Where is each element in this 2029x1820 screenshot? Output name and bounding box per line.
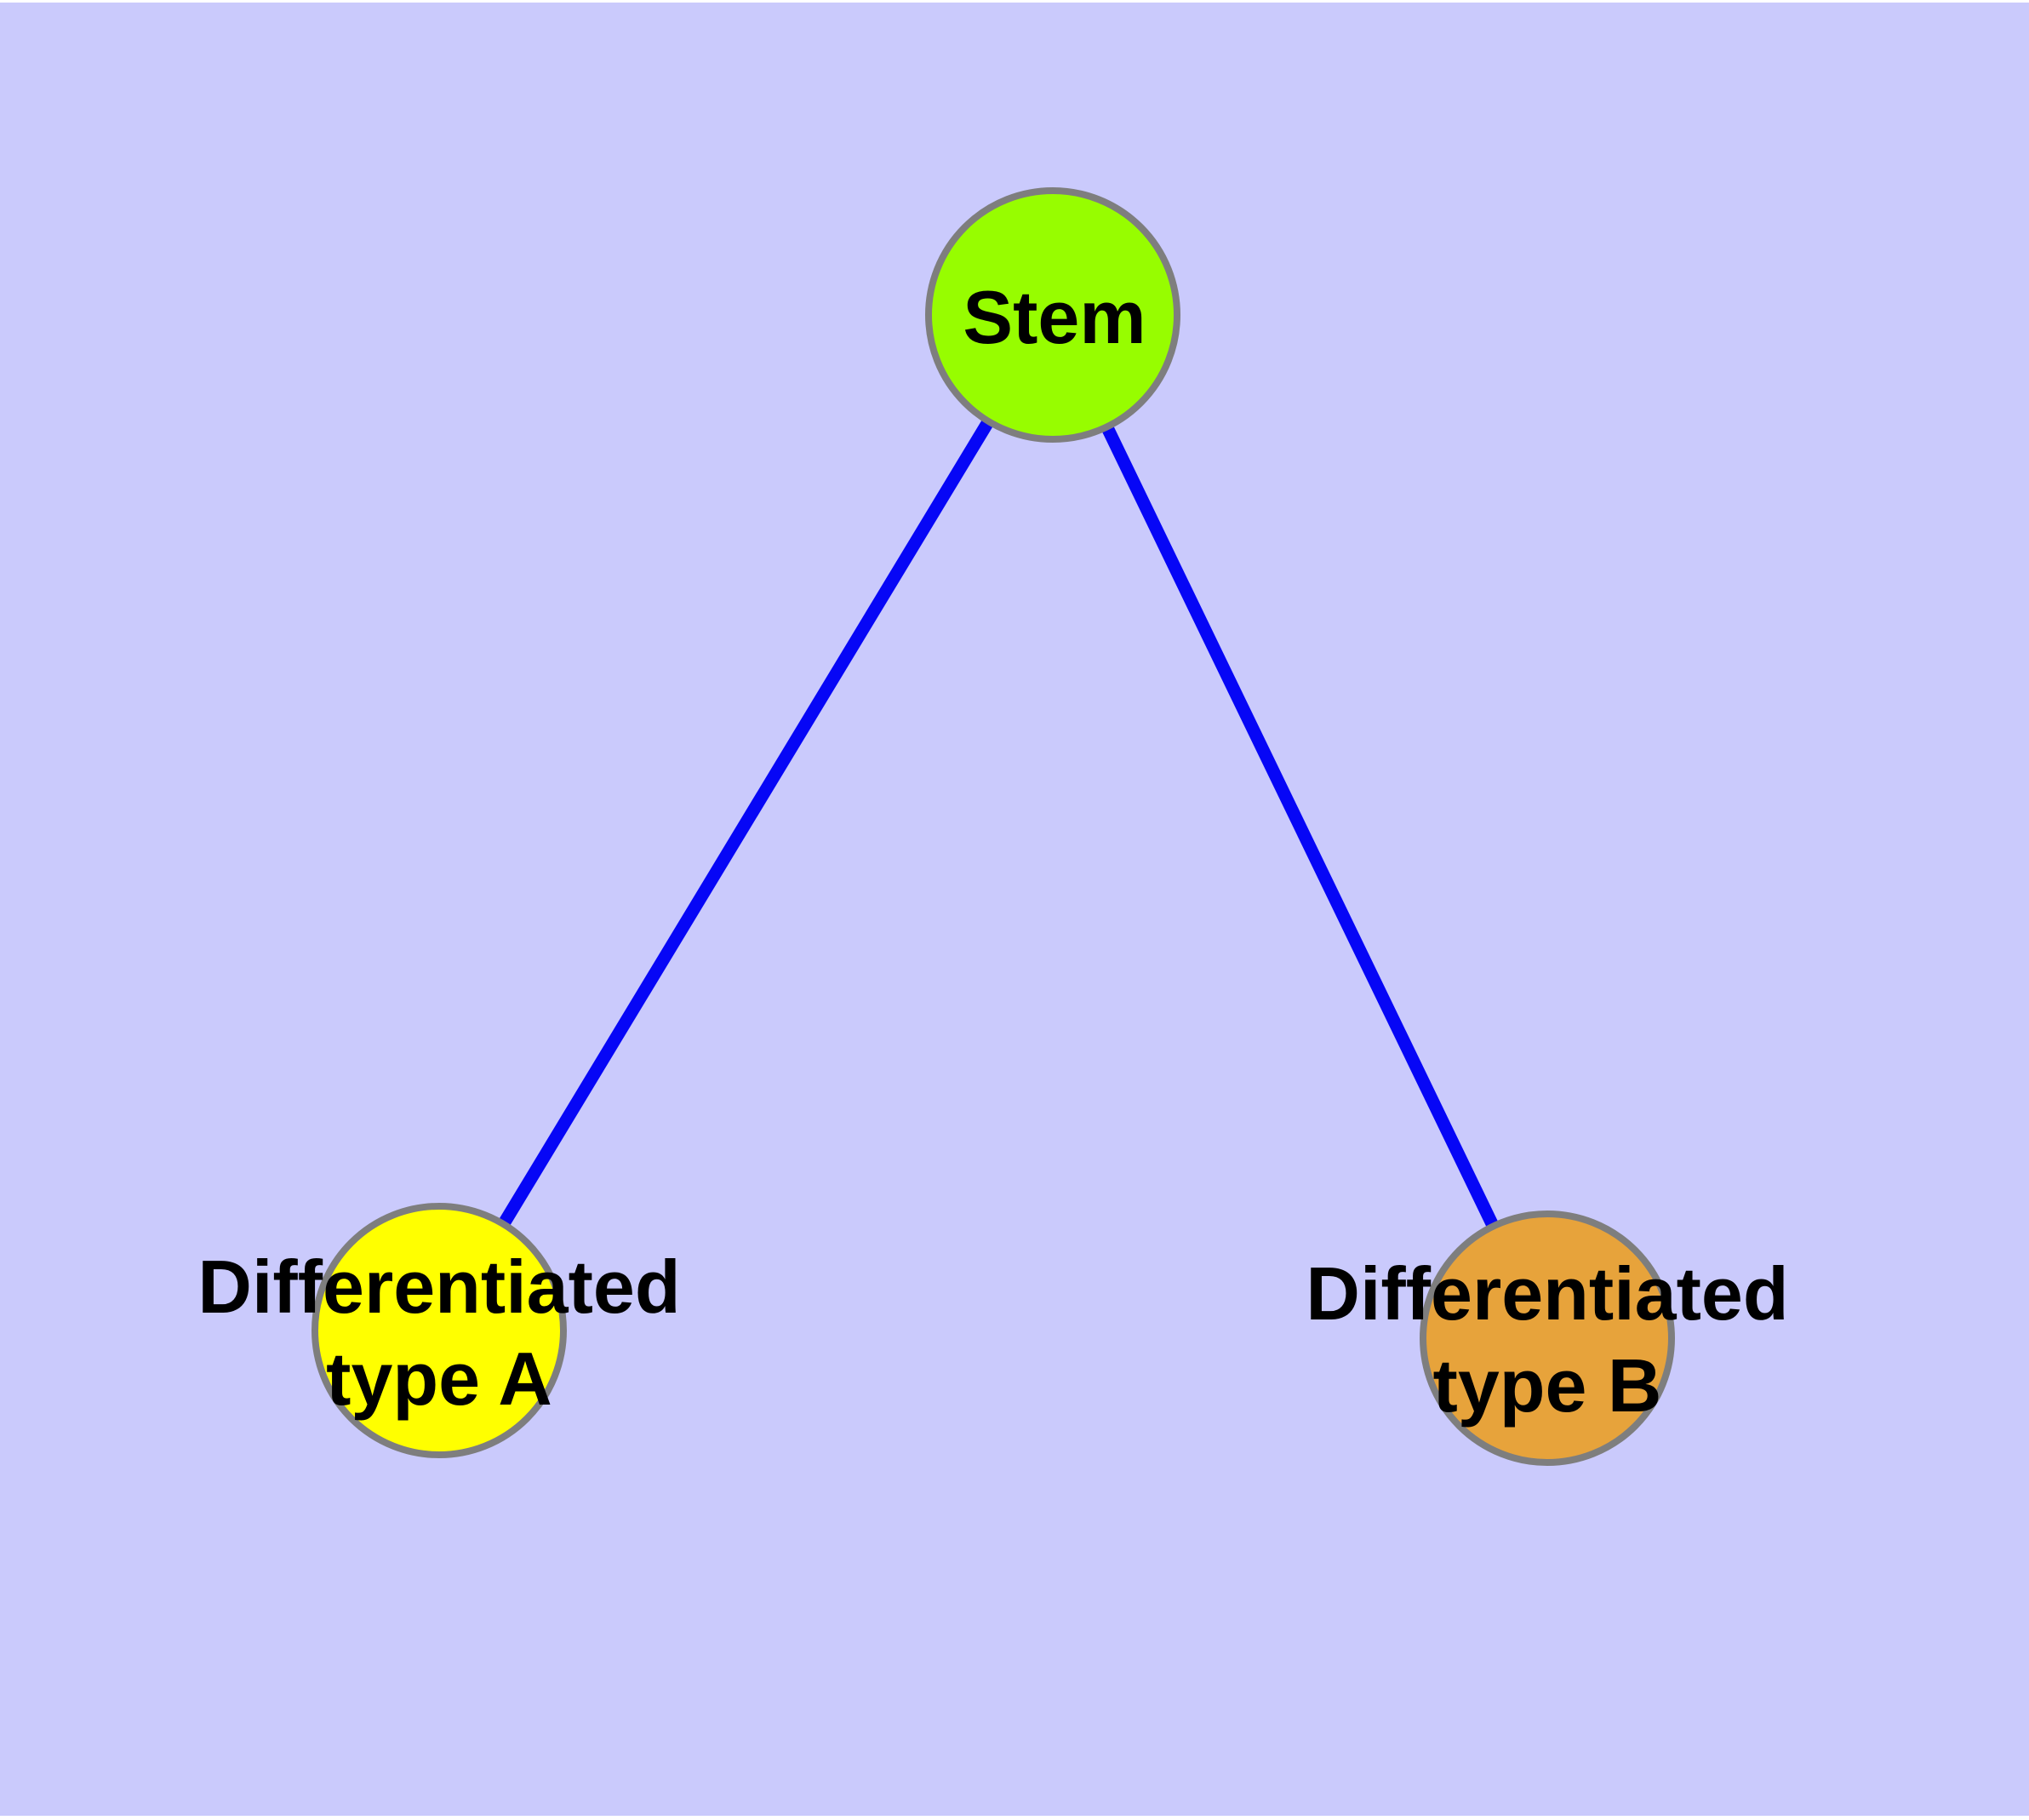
edge-stem-to-type-b — [1047, 312, 1553, 1342]
edge-stem-to-type-a — [433, 312, 1059, 1334]
node-type-b: Differentiated type B — [1306, 1210, 1789, 1466]
node-stem-circle — [925, 187, 1180, 443]
node-type-a: Differentiated type A — [197, 1203, 681, 1458]
node-type-a-label-line2: type A — [326, 1336, 552, 1421]
node-type-b-label-line1: Differentiated — [1306, 1251, 1788, 1336]
node-type-b-label-line2: type B — [1433, 1343, 1662, 1428]
node-type-a-circle — [311, 1203, 567, 1458]
node-stem: Stem — [925, 187, 1180, 443]
node-type-b-circle — [1420, 1210, 1675, 1466]
edge-group — [433, 312, 1553, 1342]
node-type-a-label-line1: Differentiated — [197, 1245, 680, 1329]
node-stem-label: Stem — [963, 275, 1146, 359]
